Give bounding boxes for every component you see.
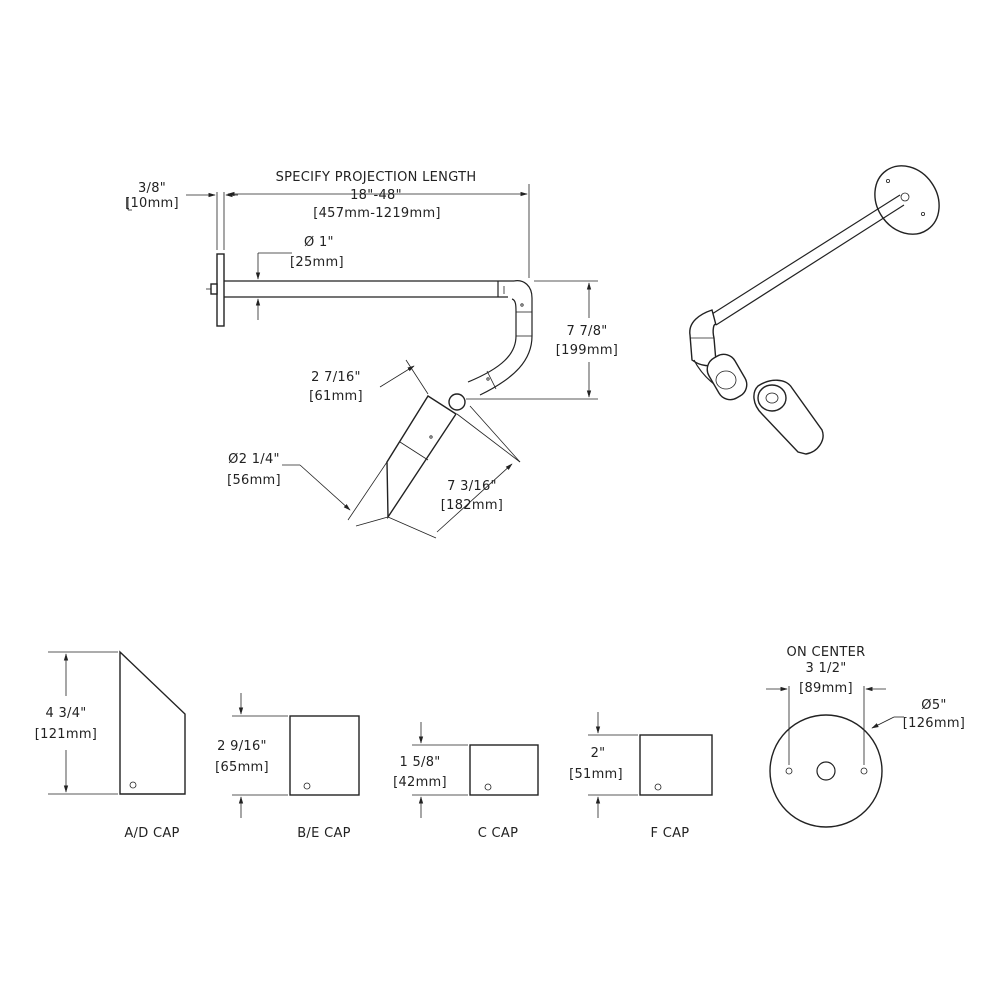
cap-ad-outline xyxy=(119,650,186,795)
wall-plate xyxy=(216,253,225,327)
cap-c-metric: [42mm] xyxy=(393,775,447,790)
iso-head-face xyxy=(757,384,787,412)
cap-ad-label: A/D CAP xyxy=(124,826,179,841)
head-offset-metric: [61mm] xyxy=(309,389,363,404)
backplate-circle xyxy=(769,714,883,828)
cap-c: 1 5/8" [42mm] C CAP xyxy=(393,722,539,841)
isometric-view xyxy=(689,165,940,455)
backplate-center-hole xyxy=(816,761,836,781)
head-length-imperial: 7 3/16" xyxy=(447,479,497,494)
cap-c-outline xyxy=(469,744,539,796)
plate-screw xyxy=(210,283,218,295)
projection-imperial: 18"-48" xyxy=(350,188,402,203)
arm-diameter-imperial: Ø 1" xyxy=(304,235,334,250)
swivel-knuckle xyxy=(448,393,466,411)
cap-c-label: C CAP xyxy=(478,826,519,841)
cap-f-metric: [51mm] xyxy=(569,767,623,782)
backplate-screw-hole-right xyxy=(860,767,868,775)
cap-be: 2 9/16" [65mm] B/E CAP xyxy=(215,693,360,841)
cap-be-outline xyxy=(289,715,360,796)
plate-thickness-metric: [10mm] xyxy=(125,196,179,211)
backplate-view: ON CENTER 3 1/2" [89mm] Ø5" [126mm] xyxy=(766,645,965,828)
cap-c-imperial: 1 5/8" xyxy=(399,755,440,770)
backplate-diameter-imperial: Ø5" xyxy=(921,698,946,713)
iso-head-rear xyxy=(706,353,748,401)
cap-ad-metric: [121mm] xyxy=(35,727,97,742)
cap-f-outline xyxy=(639,734,713,796)
head-offset-imperial: 2 7/16" xyxy=(311,370,361,385)
backplate-screw-hole-left xyxy=(785,767,793,775)
backplate-diameter-metric: [126mm] xyxy=(903,716,965,731)
head-diameter-imperial: Ø2 1/4" xyxy=(228,452,280,467)
cap-ad-imperial: 4 3/4" xyxy=(45,706,86,721)
elbow-joint xyxy=(497,280,533,336)
projection-title: SPECIFY PROJECTION LENGTH xyxy=(276,170,477,185)
on-center-title: ON CENTER xyxy=(787,645,866,660)
drop-height-metric: [199mm] xyxy=(556,343,618,358)
side-view: 3/8" [10mm] SPECIFY PROJECTION LENGTH 18… xyxy=(125,170,618,539)
arm-tube xyxy=(224,280,514,298)
cap-ad: 4 3/4" [121mm] A/D CAP xyxy=(35,650,186,841)
cap-f-label: F CAP xyxy=(651,826,690,841)
plate-thickness-imperial: 3/8" xyxy=(138,181,166,196)
cap-be-metric: [65mm] xyxy=(215,760,269,775)
head-length-metric: [182mm] xyxy=(441,498,503,513)
drop-height-imperial: 7 7/8" xyxy=(566,324,607,339)
iso-arm xyxy=(711,194,905,326)
projection-metric: [457mm-1219mm] xyxy=(313,206,441,221)
cap-be-label: B/E CAP xyxy=(297,826,351,841)
bent-tube xyxy=(467,335,533,396)
cap-f: 2" [51mm] F CAP xyxy=(569,712,713,841)
cap-be-imperial: 2 9/16" xyxy=(217,739,267,754)
on-center-metric: [89mm] xyxy=(799,681,853,696)
on-center-imperial: 3 1/2" xyxy=(805,661,846,676)
iso-wall-plate xyxy=(874,165,940,235)
cap-f-imperial: 2" xyxy=(591,746,606,761)
head-diameter-metric: [56mm] xyxy=(227,473,281,488)
arm-diameter-metric: [25mm] xyxy=(290,255,344,270)
